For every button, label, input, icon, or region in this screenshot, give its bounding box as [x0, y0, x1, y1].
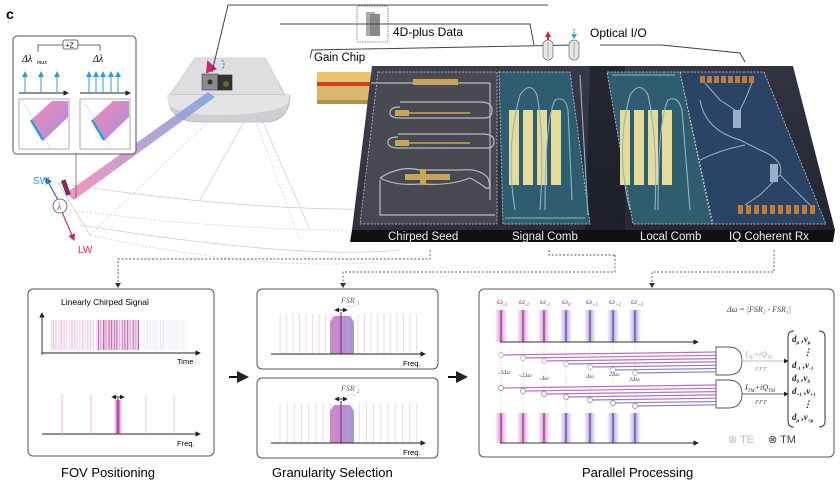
legend-te: ⊗ TE: [728, 434, 754, 446]
fov-title: Linearly Chirped Signal: [61, 297, 149, 307]
selected-window: [330, 405, 354, 443]
panel-label: c: [6, 6, 14, 22]
legend-tm: ⊗ TM: [768, 434, 796, 446]
time-axis-label: Time: [177, 357, 193, 366]
tm-detector-icon: [716, 380, 742, 408]
delta-omega-label: -2Δω: [519, 373, 532, 379]
fsr2-label: FSR: [340, 384, 355, 393]
fsr1-sub: 1: [357, 302, 360, 307]
optical-io-bracket: [600, 45, 745, 62]
dispersion-inset: +Z Δλ max Δλ: [13, 36, 136, 154]
delta-lambda-max-sub: max: [37, 60, 47, 66]
granularity-panel-top: FSR 1 Freq.: [257, 289, 438, 369]
granularity-panel-bottom: FSR 2 Freq.: [257, 378, 438, 458]
fiber-output-icon: [543, 31, 553, 60]
lw-label: LW: [78, 245, 93, 256]
selected-window: [330, 316, 354, 354]
te-detector-icon: [716, 347, 742, 375]
freq-axis-label-gran-bottom: Freq.: [403, 448, 421, 457]
camera-module: [202, 74, 232, 90]
tm-polarization-marker: [633, 404, 638, 409]
matrix-entry: ⋮: [803, 399, 812, 409]
tm-polarization-marker: [499, 386, 504, 391]
delta-lambda-max: Δλ: [21, 54, 33, 65]
matrix-entry: ⋮: [803, 347, 812, 357]
fsr1-label: FSR: [340, 296, 355, 305]
delta-omega-label: 2Δω: [609, 372, 620, 378]
section-label-chirped-seed: Chirped Seed: [388, 231, 458, 243]
scan-mirror: [61, 180, 70, 195]
tm-polarization-marker: [542, 392, 547, 397]
inset-operator: +Z: [66, 43, 75, 50]
parallel-caption: Parallel Processing: [582, 465, 693, 480]
te-polarization-marker: [542, 359, 547, 364]
gain-chip-label: Gain Chip: [314, 52, 365, 64]
section-label-local-comb: Local Comb: [640, 231, 701, 243]
fft-label-te: FFT: [754, 366, 767, 373]
tm-polarization-marker: [588, 398, 593, 403]
delta-lambda: Δλ: [92, 54, 104, 65]
freq-axis-label-gran-top: Freq.: [403, 359, 421, 368]
delta-omega-equation: Δω = |FSR₂ - FSR₁|: [726, 305, 791, 314]
photonic-chip: Chirped Seed Signal Comb Local Comb IQ C…: [350, 66, 835, 243]
delta-omega-label: -3Δω: [498, 370, 511, 376]
fiber-input-icon: [569, 29, 579, 60]
te-polarization-marker: [633, 371, 638, 376]
te-polarization-marker: [564, 362, 569, 367]
tm-polarization-marker: [611, 401, 616, 406]
dashed-connectors: [118, 250, 774, 285]
section-label-iq-rx: IQ Coherent Rx: [729, 231, 809, 243]
parallel-panel: ω-3ω-2ω-1ω0ω+1ω+2ω+3 -3Δω-2Δω-ΔωΔω2Δω3Δω…: [479, 289, 834, 457]
tm-polarization-marker: [564, 395, 569, 400]
te-polarization-marker: [499, 353, 504, 358]
gain-chip: [317, 72, 371, 104]
optical-io-label: Optical I/O: [590, 26, 647, 40]
fov-panel: Linearly Chirped Signal Time Freq.: [28, 289, 214, 456]
lambda-symbol: λ: [56, 202, 62, 213]
fft-label-tm: FFT: [754, 399, 767, 406]
granularity-caption: Granularity Selection: [272, 465, 393, 480]
te-polarization-marker: [521, 356, 526, 361]
section-label-signal-comb: Signal Comb: [512, 231, 578, 243]
data-label: 4D-plus Data: [393, 25, 463, 39]
tm-polarization-marker: [521, 389, 526, 394]
fov-caption: FOV Positioning: [61, 465, 155, 480]
delta-omega-label: -Δω: [539, 376, 549, 382]
wavelength-indicator: λ: [46, 178, 74, 240]
delta-omega-label: 3Δω: [628, 377, 640, 383]
sw-label: SW: [33, 176, 50, 187]
te-polarization-marker: [588, 365, 593, 370]
delta-omega-label: Δω: [585, 374, 594, 380]
freq-axis-label-fov: Freq.: [177, 439, 195, 448]
